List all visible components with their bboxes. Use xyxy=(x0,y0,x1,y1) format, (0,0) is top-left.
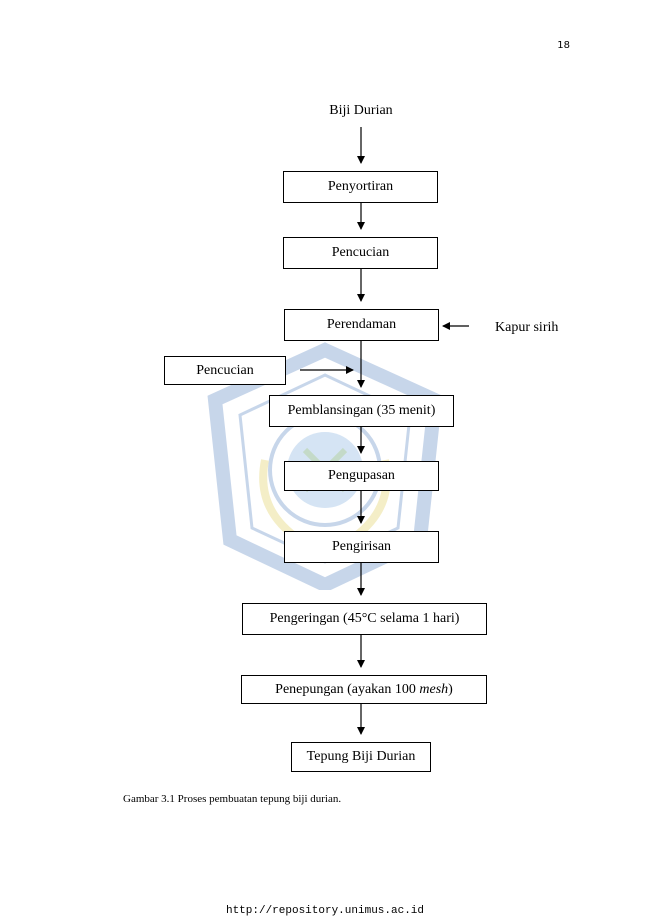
flow-step-final-product: Tepung Biji Durian xyxy=(291,742,431,772)
side-input-lime: Kapur sirih xyxy=(495,320,559,335)
flow-step-peeling: Pengupasan xyxy=(284,461,439,491)
figure-caption: Gambar 3.1 Proses pembuatan tepung biji … xyxy=(123,793,342,805)
flow-step-drying: Pengeringan (45°C selama 1 hari) xyxy=(242,603,487,635)
footer-url: http://repository.unimus.ac.id xyxy=(225,905,425,917)
flow-step-soaking: Perendaman xyxy=(284,309,439,341)
flow-step-milling-italic: mesh xyxy=(419,681,449,697)
flow-step-blanching: Pemblansingan (35 menit) xyxy=(269,395,454,427)
flow-step-washing: Pencucian xyxy=(283,237,438,269)
flow-step-milling-suffix: ) xyxy=(448,681,453,697)
side-input-washing: Pencucian xyxy=(164,356,286,385)
page-number: 18 xyxy=(557,40,570,51)
flow-step-slicing: Pengirisan xyxy=(284,531,439,563)
flow-step-milling: Penepungan (ayakan 100 mesh) xyxy=(241,675,487,704)
flow-start-label: Biji Durian xyxy=(329,103,393,118)
flow-step-milling-prefix: Penepungan (ayakan 100 xyxy=(275,681,420,697)
flow-step-sorting: Penyortiran xyxy=(283,171,438,203)
